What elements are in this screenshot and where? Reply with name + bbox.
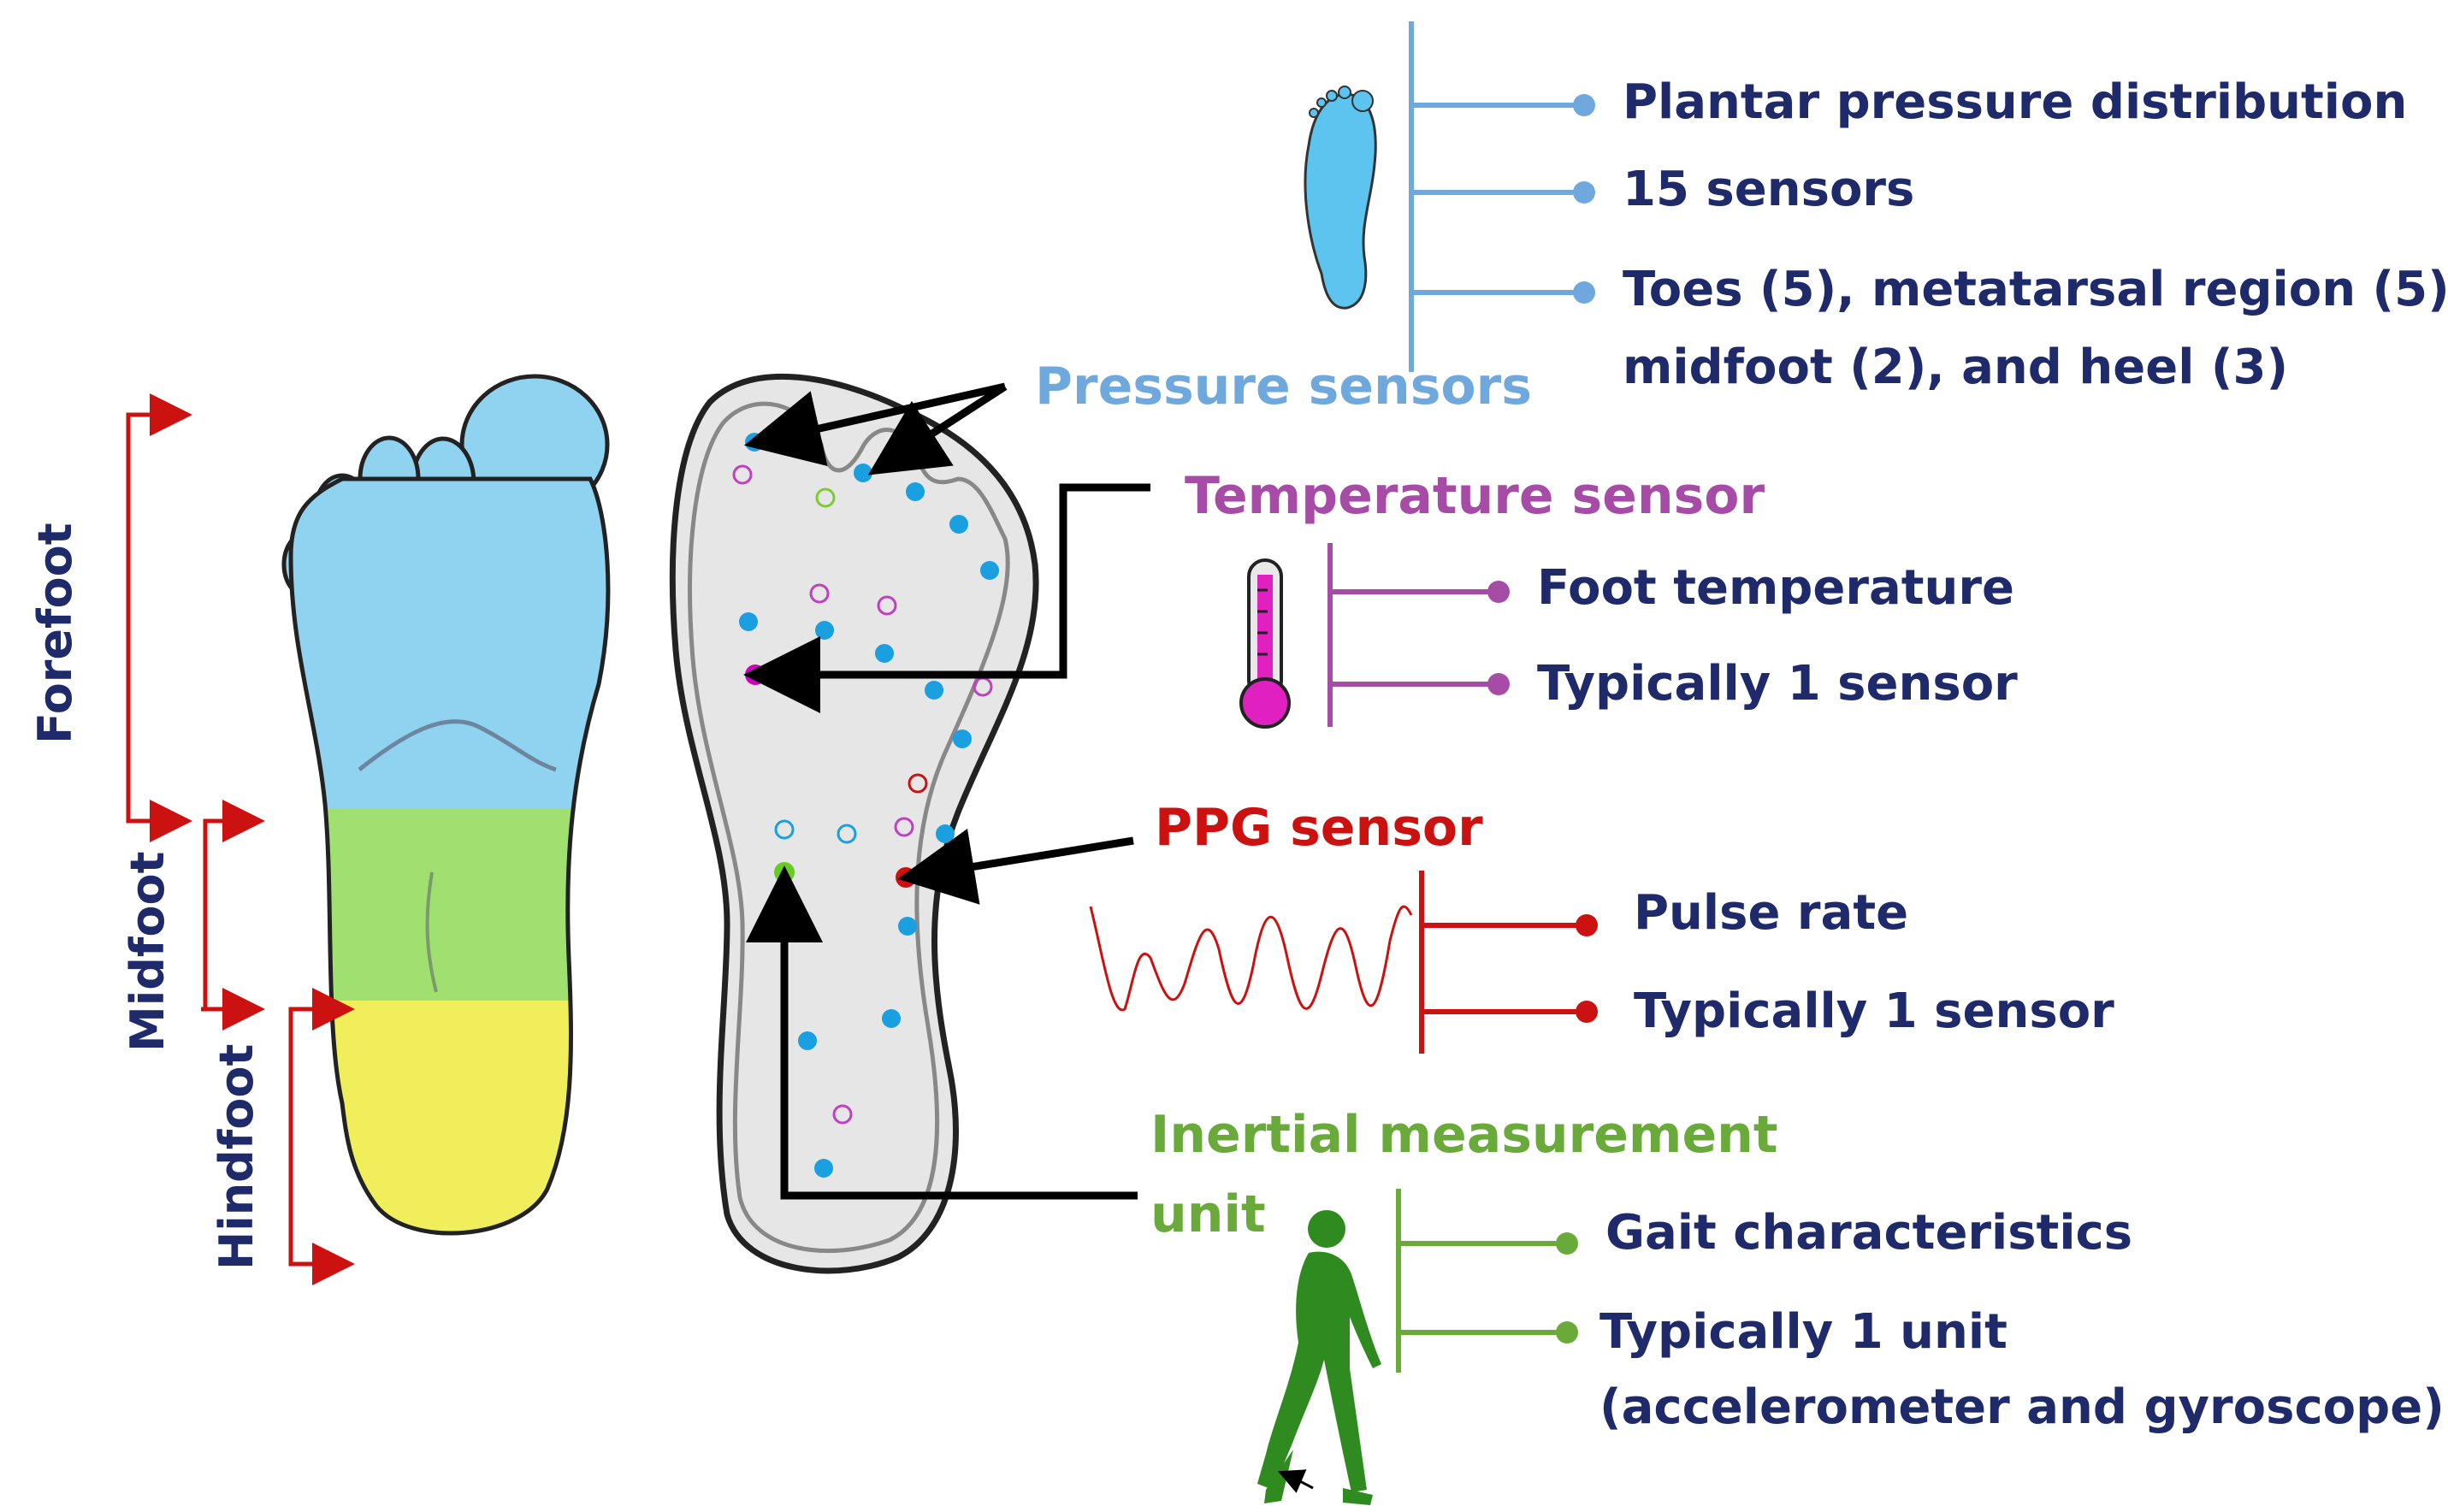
pressure-item-count: 15 sensors	[1623, 162, 1915, 217]
pressure-dot	[925, 681, 943, 700]
midfoot-bracket	[201, 800, 265, 1012]
forefoot-bracket	[126, 393, 192, 824]
pressure-dot	[953, 729, 972, 748]
pressure-item-locations-line1: Toes (5), metatarsal region (5),	[1623, 262, 2448, 317]
temperature-title: Temperature sensor	[1185, 466, 1765, 526]
pressure-alt-dot	[837, 824, 857, 844]
insole-outline	[669, 373, 1039, 1274]
imu-arrow	[746, 865, 1138, 1200]
midfoot-label: Midfoot	[121, 851, 174, 1052]
temperature-arrow	[743, 483, 1150, 713]
ppg-item-count: Typically 1 sensor	[1634, 983, 2114, 1039]
walking-person-icon	[1257, 1210, 1381, 1505]
ppg-connector	[1419, 871, 1598, 1054]
temperature-item-count: Typically 1 sensor	[1537, 656, 2018, 712]
pressure-title: Pressure sensors	[1035, 357, 1532, 416]
pressure-dot	[814, 1159, 833, 1178]
pressure-connector	[1409, 21, 1595, 372]
pressure-dot	[875, 644, 894, 663]
hindfoot-bracket	[288, 1007, 355, 1285]
pressure-dot	[906, 482, 925, 501]
imu-item-components: (accelerometer and gyroscope)	[1599, 1379, 2445, 1435]
ppg-alt-dot	[908, 773, 928, 794]
imu-alt-dot	[815, 487, 836, 508]
pressure-dot	[854, 464, 872, 482]
temperature-alt-dot	[809, 583, 830, 604]
pressure-dot	[739, 612, 758, 631]
imu-item-count: Typically 1 unit	[1599, 1304, 2007, 1360]
temperature-alt-dot	[732, 464, 753, 485]
pressure-alt-dot	[774, 819, 795, 840]
insole-illustration	[669, 373, 1039, 1274]
imu-title-line1: Inertial measurement	[1150, 1105, 1778, 1165]
imu-title-line2: unit	[1150, 1184, 1266, 1244]
pressure-dot	[936, 824, 955, 843]
alternative-sensor-positions	[732, 464, 993, 1125]
pressure-dot	[882, 1009, 901, 1028]
pressure-dot	[815, 621, 834, 640]
thermometer-icon	[1239, 558, 1291, 729]
ppg-arrow	[897, 828, 1134, 905]
pressure-dot	[898, 917, 917, 936]
ppg-item-measure: Pulse rate	[1634, 885, 1909, 941]
pressure-dot	[798, 1031, 817, 1050]
colored-foot-illustration	[281, 374, 611, 1236]
pressure-arrow-2	[867, 383, 1008, 475]
imu-sensor-dot	[774, 862, 795, 883]
temperature-sensor-dot	[745, 664, 766, 685]
pressure-dot	[949, 515, 968, 534]
pointer-arrows	[743, 382, 1150, 1200]
temperature-alt-dot	[877, 595, 897, 616]
pressure-foot-icon	[1304, 86, 1377, 310]
hindfoot-label: Hindfoot	[210, 1043, 263, 1270]
gait-arrow-icon	[1277, 1469, 1314, 1493]
pressure-item-distribution: Plantar pressure distribution	[1623, 74, 2408, 130]
ppg-sensor-dot	[896, 867, 916, 888]
pressure-dot	[980, 561, 999, 580]
temperature-item-measure: Foot temperature	[1537, 560, 2015, 616]
forefoot-label: Forefoot	[28, 523, 82, 744]
temperature-connector	[1327, 543, 1510, 727]
temperature-alt-dot	[832, 1104, 853, 1125]
imu-item-measure: Gait characteristics	[1605, 1205, 2133, 1261]
ppg-title: PPG sensor	[1155, 798, 1483, 858]
pressure-dot	[745, 433, 764, 452]
pressure-item-locations-line2: midfoot (2), and heel (3)	[1623, 340, 2289, 395]
imu-connector	[1396, 1189, 1578, 1373]
region-brackets	[126, 393, 355, 1285]
pulse-wave-icon	[1089, 905, 1413, 1012]
